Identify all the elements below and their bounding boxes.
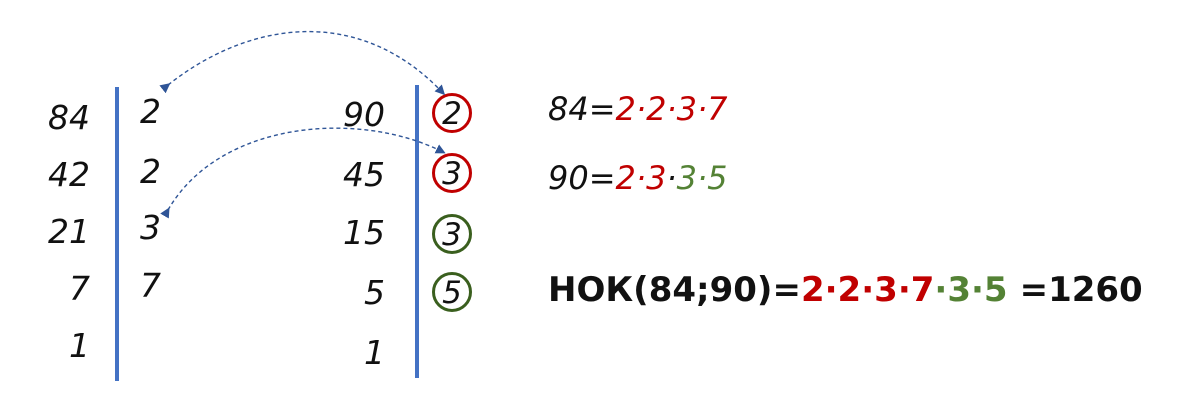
left-dividend: 21 [48,212,90,251]
left-dividend: 84 [48,98,90,137]
multiply-dot: · [635,90,647,128]
equation-90: 90=2·3·3·5 [548,158,727,198]
left-divisor: 2 [140,92,161,131]
lcm-result: =1260 [1019,270,1143,310]
multiply-dot: · [666,90,677,128]
left-divisor: 3 [140,208,161,247]
multiply-dot: · [897,270,911,310]
equation-lhs: 90= [548,159,616,197]
multiply-dot: · [824,270,838,310]
left-dividend: 42 [48,155,90,194]
multiply-dot: · [666,159,677,197]
multiply-dot: · [934,270,948,310]
circled-factor-red: 2 [432,93,472,133]
prime-factor: 3 [947,270,971,310]
right-dividend: 15 [343,213,385,252]
multiply-dot: · [635,159,647,197]
equation-84: 84=2·2·3·7 [548,89,727,129]
equation-lcm: НОК(84;90)=2·2·3·7·3·5=1260 [548,270,1143,310]
prime-factor: 2 [646,90,667,128]
prime-factor: 5 [707,159,728,197]
left-dividend: 7 [69,269,90,308]
prime-factor: 5 [983,270,1008,310]
match-arrow-3 [160,127,446,219]
prime-factor: 2 [615,159,636,197]
prime-factor: 2 [837,270,862,310]
circled-factor-value: 2 [442,96,462,132]
circled-factor-green: 3 [432,214,472,254]
prime-factor: 3 [646,159,667,197]
equation-lhs: НОК(84;90)= [548,270,801,310]
prime-factor: 2 [615,90,636,128]
multiply-dot: · [861,270,875,310]
equation-factors: 2·3·3·5 [616,159,728,197]
circled-factor-green: 5 [432,272,472,312]
multiply-dot: · [696,90,708,128]
equation-factors: 2·2·3·7·3·5 [801,270,1008,310]
circled-factor-value: 3 [442,217,462,253]
right-dividend: 1 [364,333,385,372]
circled-factor-value: 5 [442,275,462,311]
equation-lhs: 84= [548,90,616,128]
left-dividend: 1 [69,326,90,365]
match-arrow-2 [159,30,446,96]
prime-factor: 2 [800,270,825,310]
multiply-dot: · [971,270,984,310]
right-dividend: 90 [343,95,385,134]
left-divisor: 7 [140,266,161,305]
right-divider-line [415,85,419,378]
multiply-dot: · [696,159,708,197]
equation-factors: 2·2·3·7 [616,90,728,128]
prime-factor: 3 [874,270,898,310]
circled-factor-value: 3 [442,156,462,192]
prime-factor: 3 [676,159,697,197]
prime-factor: 3 [676,90,697,128]
right-dividend: 5 [364,273,385,312]
left-divider-line [115,87,119,381]
left-divisor: 2 [140,152,161,191]
prime-factor: 7 [910,270,935,310]
prime-factor: 7 [707,90,728,128]
